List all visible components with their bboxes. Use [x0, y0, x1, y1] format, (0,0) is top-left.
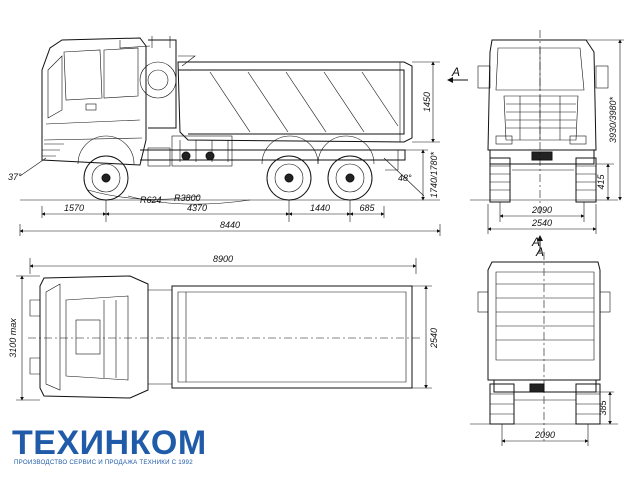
top-view: [28, 275, 420, 399]
dim-wheelbase: 4370: [187, 203, 207, 213]
view-marker-rear: A: [535, 245, 544, 259]
brand-tagline: ПРОИЗВОДСТВО СЕРВИС И ПРОДАЖА ТЕХНИКИ С …: [14, 459, 193, 466]
side-view-dimensions: [19, 61, 468, 236]
dim-overall-length-side: 8440: [220, 220, 240, 230]
dim-rear-ground-clearance: 385: [598, 400, 608, 416]
view-marker-front: A: [531, 235, 540, 249]
dim-overhang-front: 1570: [64, 203, 84, 213]
dim-top-body-width: 2540: [429, 328, 439, 349]
dim-turning-radius-large: R3800: [174, 193, 201, 203]
rear-view-dimensions: [501, 391, 614, 446]
dim-front-track: 2090: [531, 205, 552, 215]
front-view-dimensions: [487, 39, 624, 252]
brand-logo: ТЕХИНКОМ: [12, 424, 207, 462]
rear-view: [470, 252, 618, 444]
dim-front-ground-clearance: 415: [596, 174, 606, 190]
dim-front-overall-width: 2540: [531, 218, 552, 228]
dim-top-overall-width: 3100 max: [8, 318, 18, 358]
dim-turning-radius-small: R624: [140, 195, 162, 205]
wheel-middle: [266, 155, 312, 201]
dim-body-height: 1450: [422, 92, 432, 112]
dim-frame-height: 1740/1780*: [429, 151, 439, 198]
dim-rear-track: 2090: [534, 430, 555, 440]
dim-front-overall-height: 3930/3980*: [608, 96, 618, 143]
top-view-dimensions: [16, 258, 432, 401]
view-marker-side: A: [451, 65, 460, 79]
front-view: [470, 30, 618, 214]
dim-top-overall-length: 8900: [213, 254, 233, 264]
dim-axle-spacing: 1440: [310, 203, 330, 213]
wheel-rear: [327, 155, 373, 201]
side-view: [19, 36, 440, 205]
wheel-front: [83, 155, 129, 201]
dim-approach-angle: 37°: [8, 172, 22, 182]
dim-departure-angle: 48°: [398, 173, 412, 183]
dim-overhang-rear: 685: [359, 203, 375, 213]
